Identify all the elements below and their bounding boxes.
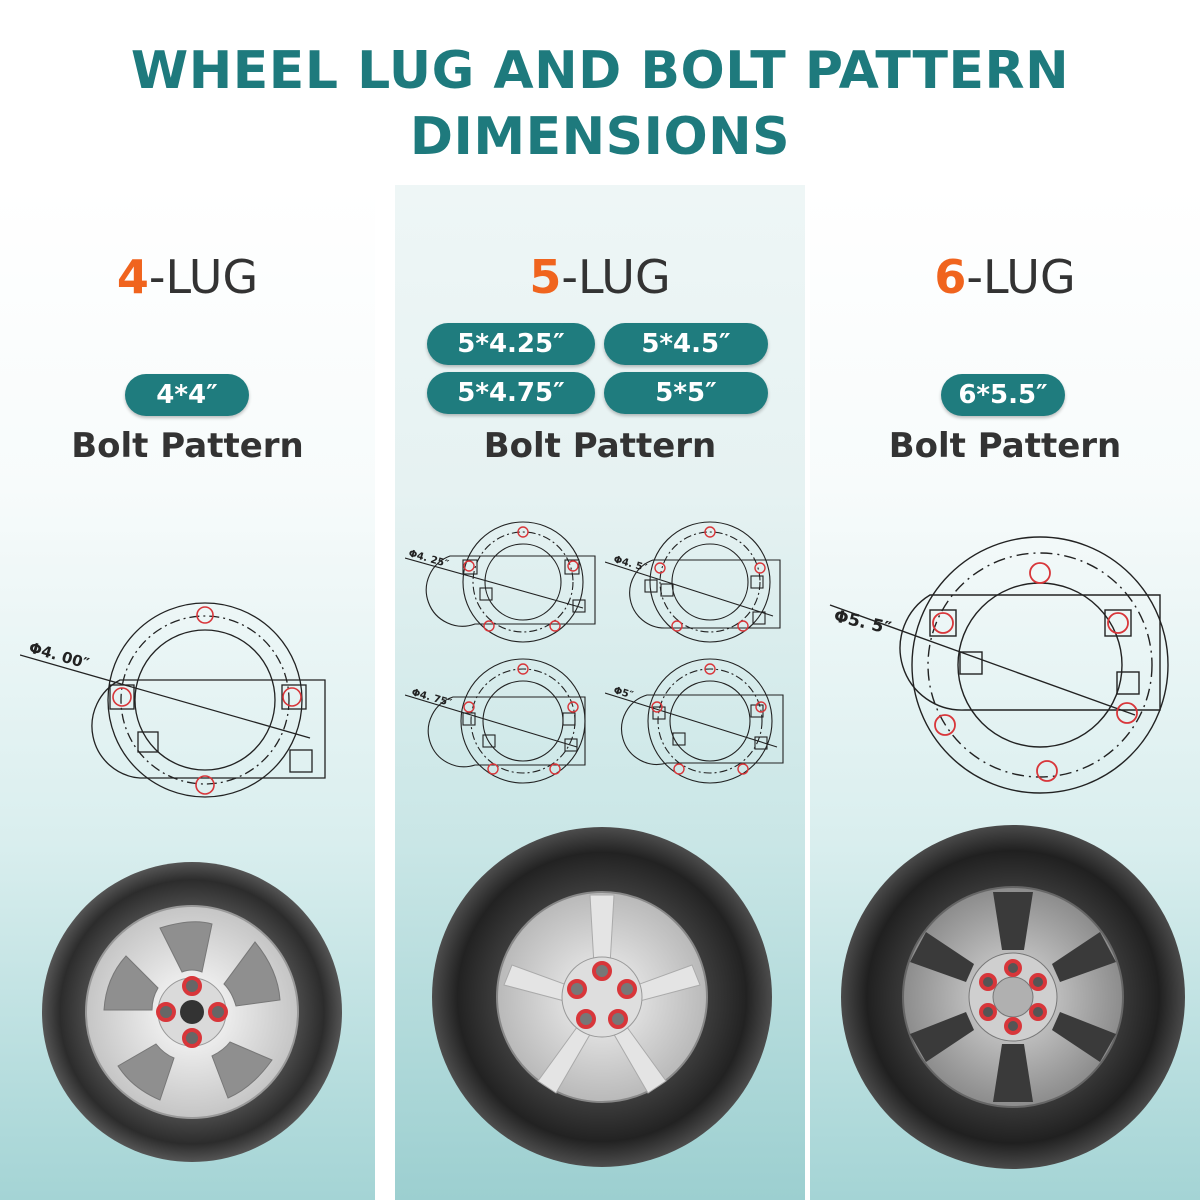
heading-6-lug: 6-LUG <box>934 250 1076 304</box>
diameter-label-5x5: Φ5″ <box>612 685 635 701</box>
diameter-label-5x4.25: Φ4. 25″ <box>407 548 450 570</box>
wheel-4-lug-image <box>42 862 342 1162</box>
bolt-pattern-diagram-5x4.5: Φ4. 5″ <box>605 521 781 643</box>
wheel-5-lug-image <box>432 827 772 1167</box>
bolt-pattern-diagram-6: Φ5. 5″ <box>829 536 1169 794</box>
bolt-pattern-diagram-5x4.25: Φ4. 25″ <box>405 521 596 643</box>
title-line-2: DIMENSIONS <box>409 107 791 167</box>
pattern-badge-5x4.75: 5*4.75″ <box>427 372 595 414</box>
title-line-1: WHEEL LUG AND BOLT PATTERN <box>130 41 1070 101</box>
pattern-badge-5x5: 5*5″ <box>604 372 768 414</box>
bolt-pattern-label-6: Bolt Pattern <box>888 426 1122 466</box>
bolt-pattern-diagram-5x4.75: Φ4. 75″ <box>405 658 586 784</box>
bolt-pattern-label-4: Bolt Pattern <box>71 426 304 466</box>
bolt-pattern-diagram-5x5: Φ5″ <box>605 658 784 784</box>
bolt-pattern-diagram-4: Φ4. 00″ <box>20 602 326 798</box>
diameter-label-5x4.75: Φ4. 75″ <box>410 687 453 709</box>
pattern-badge-5x4.5: 5*4.5″ <box>604 323 768 365</box>
heading-4-lug: 4-LUG <box>116 250 259 304</box>
diameter-label-5x4.5: Φ4. 5″ <box>612 554 648 574</box>
pattern-badge-6x5.5: 6*5.5″ <box>941 374 1065 416</box>
page-title: WHEEL LUG AND BOLT PATTERN DIMENSIONS <box>0 38 1200 170</box>
pattern-badge-5x4.25: 5*4.25″ <box>427 323 595 365</box>
diameter-label-6: Φ5. 5″ <box>832 606 893 639</box>
pattern-badge-4x4: 4*4″ <box>125 374 249 416</box>
heading-5-lug: 5-LUG <box>529 250 671 304</box>
wheel-6-lug-image <box>841 825 1185 1169</box>
bolt-pattern-label-5: Bolt Pattern <box>483 426 717 466</box>
diameter-label-4: Φ4. 00″ <box>27 639 92 673</box>
